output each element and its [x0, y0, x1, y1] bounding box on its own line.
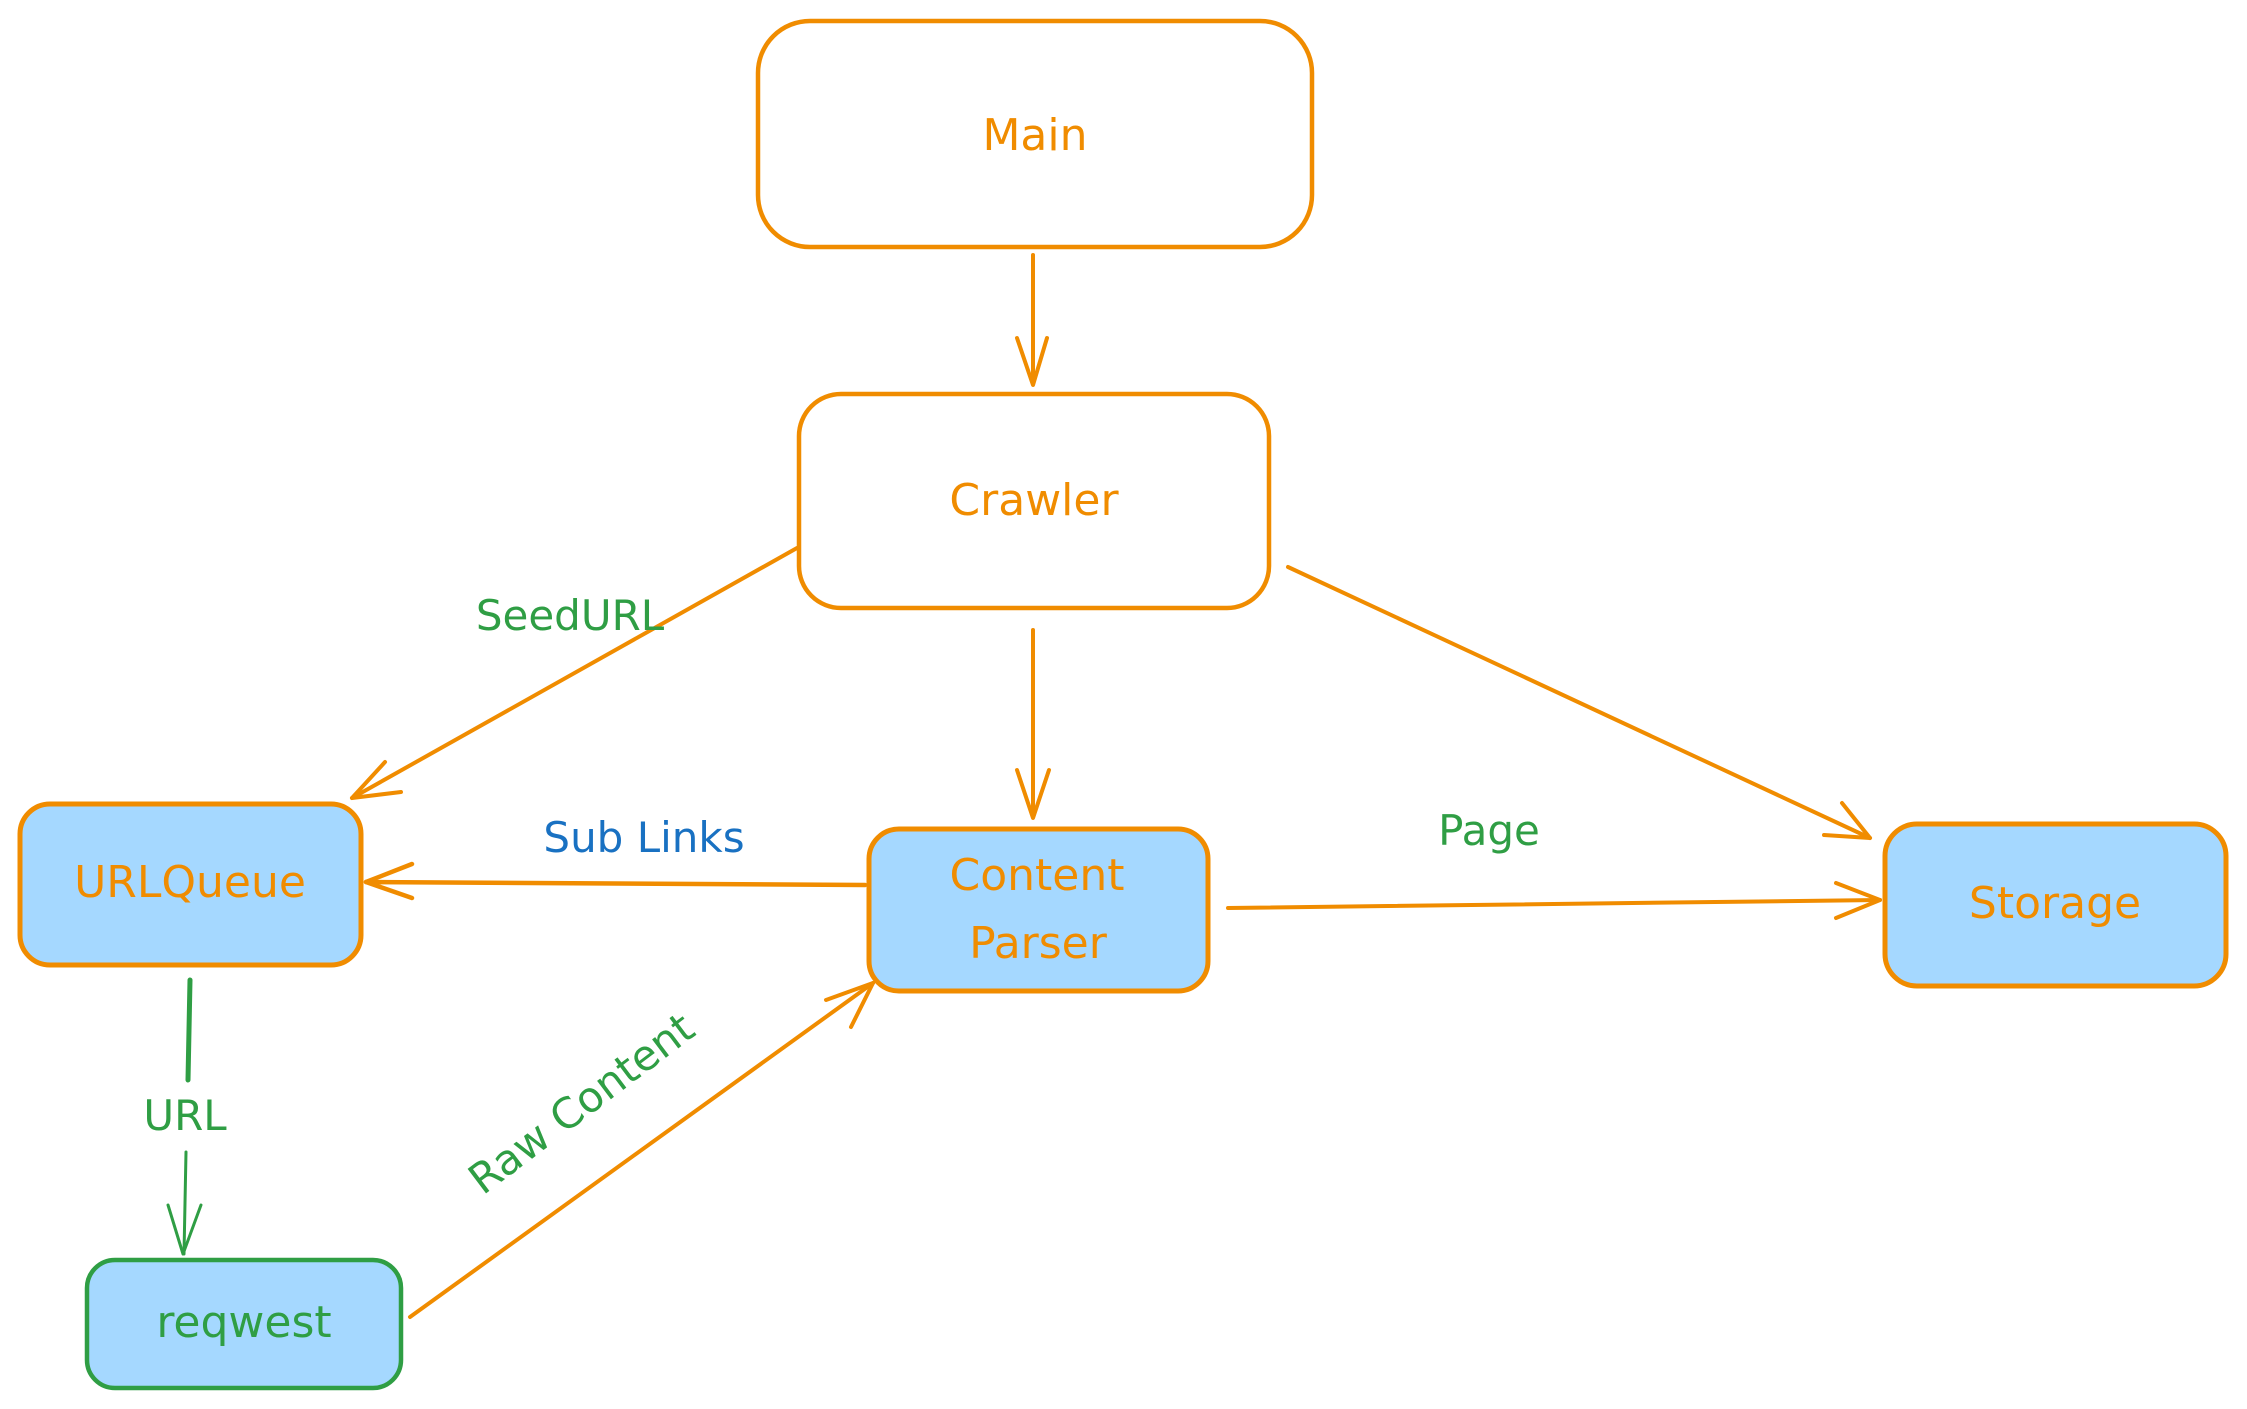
edge-crawler-to-parser[interactable] [1015, 628, 1051, 820]
arrowhead-icon [824, 981, 875, 1029]
arrowhead-icon [1822, 801, 1872, 840]
node-label: Main [982, 110, 1087, 161]
edge-label-url: URL [143, 1091, 227, 1140]
edge-line [1286, 565, 1872, 840]
edge-label-raw-content: Raw Content [459, 1003, 703, 1204]
edge-parser-to-storage[interactable] [1226, 881, 1882, 920]
edge-label-sub-links: Sub Links [543, 813, 744, 862]
edge-label-seedurl: SeedURL [476, 591, 665, 640]
node-crawler[interactable]: Crawler [796, 391, 1272, 611]
edge-line [408, 981, 875, 1319]
edge-line [363, 879, 868, 888]
edge-main-to-crawler[interactable] [1015, 253, 1049, 387]
node-reqwest[interactable]: reqwest [84, 1257, 404, 1391]
edge-line [182, 1150, 188, 1256]
node-storage[interactable]: Storage [1882, 821, 2229, 989]
edge-line [1226, 898, 1882, 910]
edge-urlqueue-to-reqwest[interactable] [166, 977, 203, 1256]
edge-crawler-to-storage[interactable] [1286, 565, 1872, 840]
edge-label-page: Page [1438, 806, 1540, 855]
node-box [796, 391, 1272, 611]
node-label: reqwest [156, 1297, 331, 1348]
node-box [866, 826, 1211, 994]
edge-line [350, 546, 799, 800]
edge-line [185, 977, 193, 1083]
edge-parser-to-urlqueue[interactable] [363, 861, 868, 901]
arrowhead-icon [1015, 336, 1049, 387]
arrowhead-icon [166, 1203, 203, 1256]
arrowhead-icon [1015, 768, 1051, 820]
edge-crawler-to-urlqueue[interactable] [350, 546, 799, 800]
node-box [17, 801, 364, 968]
node-main[interactable]: Main [755, 18, 1315, 250]
arrowhead-icon [350, 760, 403, 800]
node-content-parser[interactable]: Content Parser [866, 826, 1211, 994]
node-urlqueue[interactable]: URLQueue [17, 801, 364, 968]
arrowhead-icon [1834, 881, 1882, 920]
arrowhead-icon [363, 861, 415, 901]
node-label-line1: Content [950, 850, 1125, 901]
node-box [755, 18, 1315, 250]
node-box [84, 1257, 404, 1391]
node-label: URLQueue [74, 857, 306, 908]
node-box [1882, 821, 2229, 989]
node-label: Crawler [949, 475, 1119, 526]
edge-reqwest-to-parser[interactable] [408, 981, 875, 1319]
node-label: Storage [1969, 878, 2141, 929]
node-label-line2: Parser [969, 918, 1108, 969]
